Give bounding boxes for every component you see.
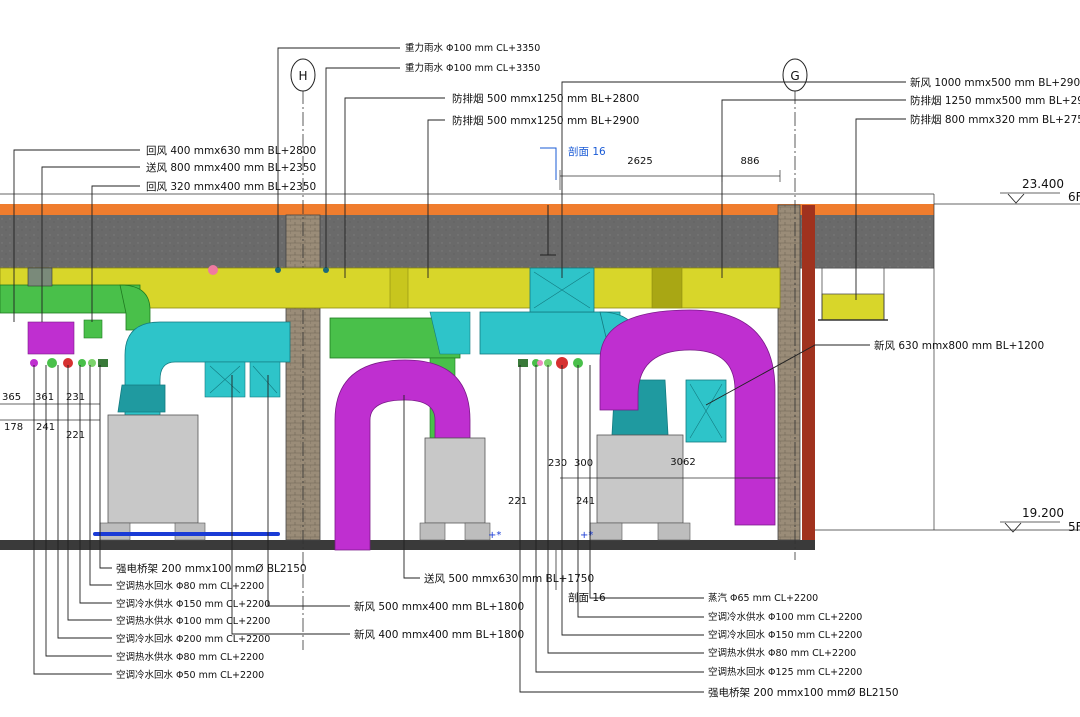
level-marker-6f: 23.400 6F: [1000, 177, 1080, 204]
label-supply-air-500x630: 送风 500 mmx630 mm BL+1750: [424, 572, 594, 585]
level-lines: [0, 193, 1080, 531]
svg-text:300: 300: [574, 458, 593, 469]
label-smoke-exhaust-1250x500: 防排烟 1250 mmx500 mm BL+2900: [910, 94, 1080, 107]
label-hot-water-return-125: 空调热水回水 Φ125 mm CL+2200: [708, 666, 862, 678]
axis-g-bubble: G: [782, 58, 808, 92]
duct-hanging-exhaust: [821, 293, 885, 321]
label-fresh-air-630x800: 新风 630 mmx800 mm BL+1200: [874, 339, 1044, 352]
lower-slab: [0, 540, 815, 550]
duct-smoke-exhaust-right: [589, 267, 781, 309]
svg-text:365: 365: [2, 392, 21, 403]
svg-text:5F: 5F: [1068, 520, 1080, 534]
svg-text:剖面 16: 剖面 16: [568, 591, 606, 604]
svg-text:6F: 6F: [1068, 190, 1080, 204]
level-marker-5f: 19.200 5F: [1000, 506, 1080, 534]
label-steam-65: 蒸汽 Φ65 mm CL+2200: [708, 592, 818, 604]
label-supply-air-800x400: 送风 800 mmx400 mm BL+2350: [146, 161, 316, 174]
svg-text:2625: 2625: [627, 156, 652, 167]
label-fresh-air-500x400: 新风 500 mmx400 mm BL+1800: [354, 600, 524, 613]
magenta-ducts: [27, 309, 776, 551]
ahu-left: [99, 414, 206, 541]
leaders-bottom-center: [231, 375, 420, 635]
duct-return-small: [83, 319, 103, 339]
svg-text:241: 241: [576, 496, 595, 507]
dimension-lines: 2625 886 3062 365 361 231 178 241 221 23…: [0, 156, 781, 507]
label-chilled-return-50: 空调冷水回水 Φ50 mm CL+2200: [116, 669, 264, 681]
label-smoke-exhaust-500x1250-a: 防排烟 500 mmx1250 mm BL+2800: [452, 92, 639, 105]
label-return-air-400x630: 回风 400 mmx630 mm BL+2800: [146, 145, 316, 157]
duct-supply-center: [479, 311, 621, 355]
yellow-ducts: [0, 267, 888, 321]
axis-h-bubble: H: [290, 58, 316, 92]
section-mark-top: 剖面 16: [540, 145, 606, 180]
label-hot-water-supply-80: 空调热水供水 Φ80 mm CL+2200: [116, 651, 264, 663]
svg-text:+*: +*: [488, 530, 501, 541]
svg-text:+*: +*: [580, 530, 593, 541]
leaders-bottom-left: [33, 365, 112, 675]
svg-text:886: 886: [740, 156, 759, 167]
svg-text:G: G: [790, 69, 799, 83]
svg-text:23.400: 23.400: [1022, 177, 1064, 191]
pipes-mid: [208, 265, 583, 369]
label-hot-water-return-80: 空调热水回水 Φ80 mm CL+2200: [116, 580, 264, 592]
label-cable-tray-right: 强电桥架 200 mmx100 mmØ BL2150: [708, 686, 899, 699]
label-fresh-air-1000x500: 新风 1000 mmx500 mm BL+2900: [910, 76, 1080, 89]
label-chilled-supply-150: 空调冷水供水 Φ150 mm CL+2200: [116, 598, 270, 610]
leaders-top-left: [13, 149, 140, 322]
svg-text:241: 241: [36, 422, 55, 433]
label-return-air-320x400: 回风 320 mmx400 mm BL+2350: [146, 181, 316, 193]
leaders-bottom-right: [519, 365, 704, 693]
svg-text:221: 221: [66, 430, 85, 441]
leaders-top-center: [277, 47, 445, 278]
svg-text:361: 361: [35, 392, 54, 403]
duct-supply-left: [124, 321, 291, 416]
slab-finish-orange: [0, 204, 934, 215]
ahu-neck-left: [117, 384, 166, 413]
duct-supply-right: [599, 309, 776, 526]
label-rain-pipe-1: 重力雨水 Φ100 mm CL+3350: [405, 42, 540, 54]
duct-supply-500x630: [334, 359, 471, 551]
label-hot-water-supply-100: 空调热水供水 Φ100 mm CL+2200: [116, 615, 270, 627]
ahu-center: [419, 437, 491, 541]
grey-damper: [27, 267, 53, 287]
svg-text:221: 221: [508, 496, 527, 507]
duct-return-left: [0, 284, 141, 314]
red-wall: [802, 205, 815, 540]
label-rain-pipe-2: 重力雨水 Φ100 mm CL+3350: [405, 62, 540, 74]
floor-slab: [0, 540, 815, 550]
label-chilled-return-200: 空调冷水回水 Φ200 mm CL+2200: [116, 633, 270, 645]
rain-pipes: [275, 267, 329, 273]
label-smoke-exhaust-500x1250-b: 防排烟 500 mmx1250 mm BL+2900: [452, 114, 639, 127]
ahu-right: [589, 434, 691, 541]
label-fresh-air-400x400: 新风 400 mmx400 mm BL+1800: [354, 628, 524, 641]
label-hot-water-supply-80-r: 空调热水供水 Φ80 mm CL+2200: [708, 647, 856, 659]
svg-text:剖面 16: 剖面 16: [568, 145, 606, 158]
svg-text:178: 178: [4, 422, 23, 433]
label-cable-tray-left: 强电桥架 200 mmx100 mmØ BL2150: [116, 562, 307, 575]
label-chilled-return-150: 空调冷水回水 Φ150 mm CL+2200: [708, 629, 862, 641]
svg-text:3062: 3062: [670, 457, 695, 468]
svg-text:H: H: [298, 69, 307, 83]
label-smoke-exhaust-800x320: 防排烟 800 mmx320 mm BL+2750: [910, 113, 1080, 126]
svg-text:230: 230: [548, 458, 567, 469]
leaders-top-right: [561, 81, 906, 300]
section-mark-bottom: 剖面 16: [555, 550, 606, 604]
label-chilled-supply-100: 空调冷水供水 Φ100 mm CL+2200: [708, 611, 862, 623]
column-g: [777, 204, 801, 541]
duct-fresh-air-box: [389, 267, 409, 309]
svg-text:19.200: 19.200: [1022, 506, 1064, 520]
pipes-left: [30, 358, 108, 368]
svg-text:231: 231: [66, 392, 85, 403]
